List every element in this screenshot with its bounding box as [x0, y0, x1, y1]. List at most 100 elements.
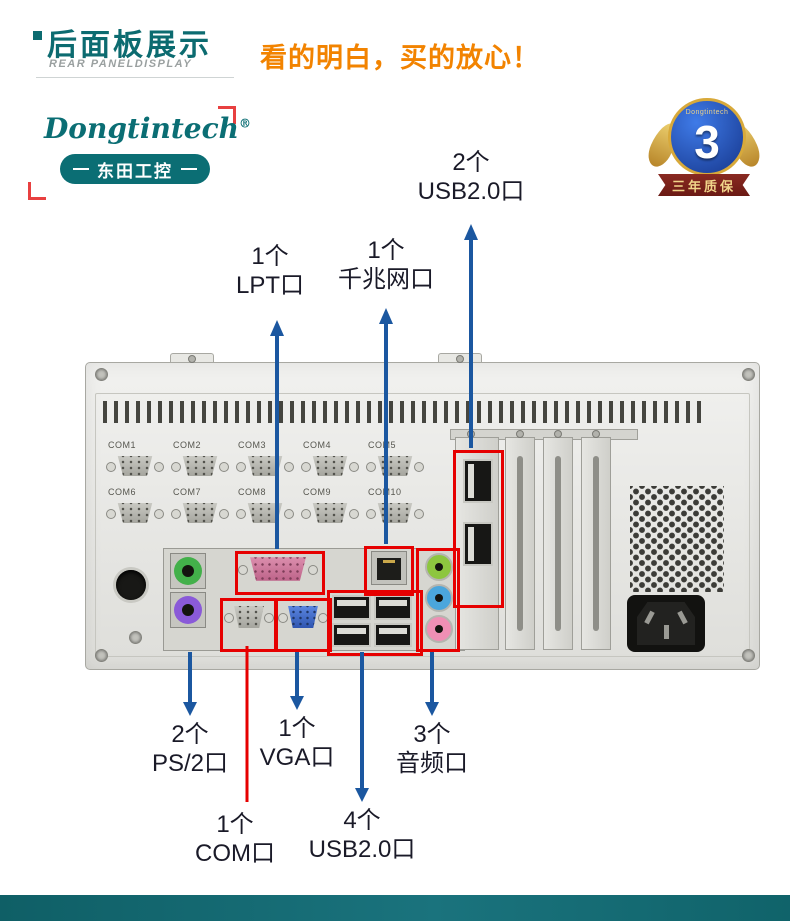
port-label: COM1: [108, 440, 137, 450]
title-underline: [36, 77, 234, 78]
callout-lpt: 1个 LPT口: [185, 242, 355, 300]
bottom-bar: [0, 895, 790, 921]
screw-icon: [467, 430, 475, 438]
vent-slots: [103, 401, 703, 423]
callout-count: 4个: [343, 807, 381, 834]
arrowhead-icon: [355, 788, 369, 802]
slogan-text: 看的明白，买的放心！: [260, 43, 540, 73]
com-port-io: [224, 603, 274, 631]
usb-port-vertical: [463, 522, 493, 566]
audio-jack-lineout: [425, 553, 453, 581]
lan-contacts: [383, 560, 395, 563]
screw-icon: [106, 509, 116, 519]
port-label: COM3: [238, 440, 267, 450]
brand-name-cn: 东田工控: [97, 161, 173, 181]
usb-port: [332, 622, 371, 647]
brand-name-cn-pill: 东田工控: [60, 154, 210, 184]
brand-logo: Dongtintech® 东田工控: [28, 106, 251, 200]
usb-tongue: [468, 527, 474, 561]
brand-name: Dongtintech®: [44, 112, 251, 145]
db9-face: [234, 605, 264, 629]
screw-icon: [238, 565, 248, 575]
badge-brand-text: Dongtintech: [685, 109, 729, 116]
port-label: COM8: [238, 487, 267, 497]
db9-face: [182, 455, 218, 477]
usb-tongue: [337, 627, 366, 634]
port-label: COM5: [368, 440, 397, 450]
callout-com: 1个 COM口: [150, 810, 320, 868]
arrowhead-icon: [379, 308, 393, 324]
port-com5: COM5: [366, 440, 424, 479]
chassis-inner-panel: [95, 393, 750, 657]
port-com7: COM7: [171, 487, 229, 526]
callout-count: 2个: [171, 721, 209, 748]
db9-face: [377, 455, 413, 477]
port-com9: COM9: [301, 487, 359, 526]
callout-count: 1个: [251, 243, 289, 270]
callout-label: VGA口: [259, 744, 335, 771]
port-com8: COM8: [236, 487, 294, 526]
callout-usb-bottom: 4个 USB2.0口: [277, 806, 447, 864]
slot-cover: [543, 437, 573, 650]
page-subtitle: REAR PANELDISPLAY: [49, 58, 193, 70]
port-label: COM7: [173, 487, 202, 497]
lpt-port: [238, 555, 318, 583]
screw-icon: [171, 462, 181, 472]
callout-ps2: 2个 PS/2口: [105, 720, 275, 778]
slot-cover: [505, 437, 535, 650]
callout-count: 1个: [367, 237, 405, 264]
slot-cover: [581, 437, 611, 650]
screw-icon: [301, 509, 311, 519]
screw-icon: [171, 509, 181, 519]
db9-face: [247, 502, 283, 524]
ps2-port-keyboard: [170, 592, 206, 628]
screw-icon: [154, 462, 164, 472]
db9-face: [117, 455, 153, 477]
callout-count: 3个: [413, 721, 451, 748]
port-com2: COM2: [171, 440, 229, 479]
registered-mark: ®: [238, 116, 251, 131]
screw-icon: [301, 462, 311, 472]
callout-count: 1个: [278, 715, 316, 742]
screw-icon: [284, 462, 294, 472]
db9-face: [288, 605, 318, 629]
port-com1: COM1: [106, 440, 164, 479]
brand-name-text: Dongtintech: [44, 112, 239, 145]
port-label: COM2: [173, 440, 202, 450]
screw-icon: [236, 462, 246, 472]
screw-icon: [219, 462, 229, 472]
callout-label: COM口: [195, 840, 275, 867]
screw-icon: [349, 462, 359, 472]
jack-hole: [435, 594, 443, 602]
screw-icon: [592, 430, 600, 438]
screw-icon: [742, 368, 755, 381]
callout-count: 2个: [452, 149, 490, 176]
jack-hole: [435, 563, 443, 571]
screw-icon: [278, 613, 288, 623]
screw-icon: [516, 430, 524, 438]
screw-icon: [456, 355, 464, 363]
arrowhead-icon: [183, 702, 197, 716]
highlight-lpt: [235, 551, 325, 595]
ps2-hole: [182, 565, 194, 577]
highlight-usb-block: [327, 590, 423, 656]
port-com10: COM10: [366, 487, 424, 526]
screw-icon: [106, 462, 116, 472]
callout-vga: 1个 VGA口: [212, 714, 382, 772]
vga-port: [278, 603, 328, 631]
callout-label: USB2.0口: [417, 178, 525, 205]
db9-face: [182, 502, 218, 524]
arrowhead-icon: [425, 702, 439, 716]
screw-icon: [414, 509, 424, 519]
usb-tongue: [468, 464, 474, 498]
warranty-badge: Dongtintech 3 三年质保: [643, 94, 765, 204]
screw-icon: [308, 565, 318, 575]
callout-label: 千兆网口: [338, 266, 434, 293]
port-label: COM4: [303, 440, 332, 450]
screw-icon: [554, 430, 562, 438]
db25-face: [250, 557, 306, 581]
highlight-audio: [416, 548, 460, 652]
callout-label: USB2.0口: [308, 836, 416, 863]
dash-icon: [181, 168, 197, 170]
